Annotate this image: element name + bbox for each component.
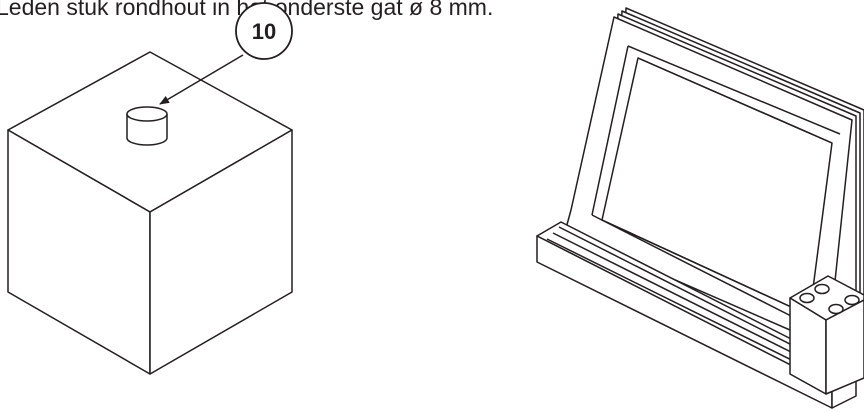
panel-inner-bottom [601,219,790,307]
callout-number: 10 [252,19,276,44]
callout-arrow [159,54,244,105]
rail-groove-1 [546,238,837,383]
panel-bevel-left [591,45,629,216]
hole-2 [799,292,815,304]
hole-4 [828,303,844,315]
panel-bevel-top [627,45,841,135]
frame-assembly [536,7,864,409]
panel-bevel-bottom [591,214,796,319]
hole-3 [844,294,860,306]
callout-circle [235,2,293,60]
block-holes [799,283,860,315]
callout-10: 10 [159,2,293,105]
cube-right-face [149,129,293,375]
cube-block [7,51,293,375]
dowel [126,106,168,146]
side-block-right [825,299,864,395]
hole-1 [814,283,830,295]
panel-inner-top [637,57,833,144]
